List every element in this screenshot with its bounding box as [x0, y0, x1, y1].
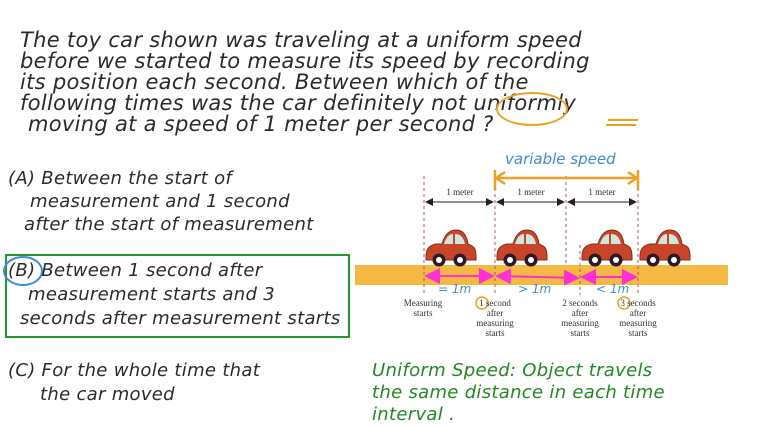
- distance-label-greater: > 1m: [518, 282, 552, 296]
- distance-label-equal: = 1m: [438, 282, 472, 296]
- question-line-3: its position each second. Between which …: [20, 70, 529, 94]
- uniformly-underline: [608, 119, 638, 121]
- time-label-3: 3 seconds after measuring starts: [612, 298, 664, 338]
- time-label-1: 1 second after measuring starts: [470, 298, 520, 338]
- question-line-5: moving at a speed of 1 meter per second …: [28, 112, 494, 136]
- distance-label-less: < 1m: [596, 282, 630, 296]
- variable-speed-arrow: [493, 170, 640, 190]
- segment-label-2: 1 meter: [517, 187, 545, 197]
- question-line-4: following times was the car definitely n…: [20, 91, 577, 115]
- time-label-0-line-1: Measuring: [403, 298, 443, 308]
- option-c-line-1[interactable]: (C) For the whole time that: [8, 360, 260, 381]
- segment-label-1: 1 meter: [446, 187, 474, 197]
- note-line-3: interval .: [372, 404, 456, 425]
- variable-speed-label: variable speed: [505, 150, 616, 168]
- time-label-1-line-4: starts: [485, 328, 505, 338]
- option-b-highlight-box[interactable]: [5, 254, 350, 338]
- time-label-3-line-4: starts: [628, 328, 648, 338]
- time-label-3-line-3: measuring: [619, 318, 657, 328]
- car-icon-4: [639, 229, 691, 267]
- time-label-2-line-1: 2 seconds: [562, 298, 598, 308]
- option-a-line-1[interactable]: (A) Between the start of: [8, 168, 232, 189]
- option-a-label: (A): [8, 168, 36, 189]
- note-line-2: the same distance in each time: [372, 382, 665, 403]
- not-emphasis-circle: [496, 92, 568, 126]
- option-b-line-3: seconds after measurement starts: [20, 308, 341, 329]
- option-b-text-1: Between 1 second after: [41, 260, 263, 281]
- option-c-text-1: For the whole time that: [41, 360, 261, 381]
- option-b-line-1[interactable]: (B) Between 1 second after: [8, 260, 262, 281]
- time-label-2-line-3: measuring: [561, 318, 599, 328]
- time-label-0-line-2: starts: [413, 308, 433, 318]
- time-label-0: Measuring starts: [398, 298, 448, 318]
- uniformly-underline-2: [606, 124, 636, 126]
- time-1-circle: [475, 296, 489, 310]
- time-label-1-line-3: measuring: [476, 318, 514, 328]
- time-3-circle: [617, 296, 631, 310]
- option-b-line-2: measurement starts and 3: [28, 284, 275, 305]
- question-line-2: before we started to measure its speed b…: [20, 49, 590, 73]
- car-icon-3: [581, 229, 633, 267]
- option-c-line-2: the car moved: [40, 384, 175, 405]
- option-a-text-1: Between the start of: [41, 168, 233, 189]
- option-a-line-3: after the start of measurement: [24, 214, 314, 235]
- question-line-1: The toy car shown was traveling at a uni…: [20, 28, 582, 52]
- option-b-label: (B): [8, 260, 36, 281]
- time-label-3-line-1: 3 seconds: [620, 298, 656, 308]
- option-b-label-circle: [3, 256, 43, 286]
- car-icon-2: [496, 229, 548, 267]
- distance-arrows: [424, 268, 638, 286]
- car-icon-1: [425, 229, 477, 267]
- time-label-2: 2 seconds after measuring starts: [555, 298, 605, 338]
- time-label-3-line-2: after: [629, 308, 647, 318]
- time-label-1-line-2: after: [486, 308, 504, 318]
- note-line-1: Uniform Speed: Object travels: [372, 360, 653, 381]
- time-label-2-line-2: after: [571, 308, 589, 318]
- time-label-1-line-1: 1 second: [479, 298, 511, 308]
- option-c-label: (C): [8, 360, 36, 381]
- option-a-line-2: measurement and 1 second: [30, 191, 290, 212]
- segment-label-3: 1 meter: [588, 187, 616, 197]
- time-label-2-line-4: starts: [570, 328, 590, 338]
